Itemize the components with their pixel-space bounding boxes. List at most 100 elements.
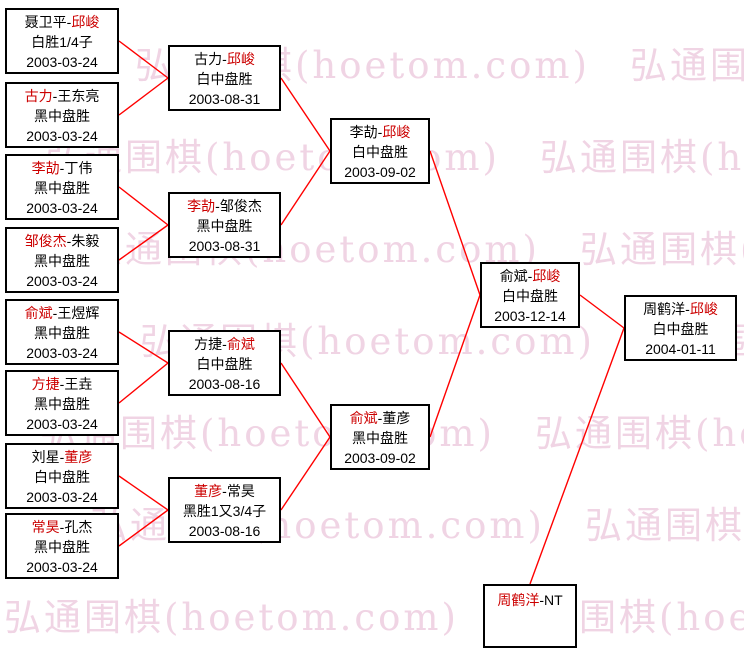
- winner-name: 邱峻: [71, 14, 100, 30]
- match-result: 白中盘胜: [652, 321, 709, 337]
- match-date: 2003-03-24: [26, 128, 98, 144]
- player-name: -董彦: [377, 410, 411, 426]
- match-players: 方捷-王垚: [7, 374, 117, 394]
- connector-line: [118, 40, 169, 79]
- match-date: 2003-03-24: [26, 489, 98, 505]
- match-players: 邹俊杰-朱毅: [7, 231, 117, 251]
- match-box-nie-weiping-qiu-jun: 聂卫平-邱峻 白胜1/4子 2003-03-24: [5, 8, 119, 74]
- match-date: 2003-08-16: [188, 523, 261, 539]
- match-result: 黑中盘胜: [352, 430, 408, 446]
- match-date: 2003-09-02: [344, 164, 416, 180]
- match-box-liu-xing-dong-yan: 刘星-董彦 白中盘胜 2003-03-24: [5, 443, 119, 509]
- match-date: 2003-03-24: [26, 54, 98, 70]
- match-players: 聂卫平-邱峻: [7, 12, 117, 32]
- player-name: 方捷-: [194, 336, 227, 352]
- player-name: -邹俊杰: [215, 198, 262, 214]
- connector-line: [280, 436, 331, 511]
- winner-name: 李劼: [187, 198, 216, 214]
- match-date: 2003-03-24: [26, 345, 98, 361]
- winner-name: 董彦: [64, 449, 93, 465]
- match-result: 白中盘胜: [352, 144, 408, 160]
- connector-line: [118, 186, 169, 226]
- match-date: 2003-03-24: [26, 200, 98, 216]
- match-players: 古力-邱峻: [170, 49, 279, 69]
- match-result: 黑胜1又3/4子: [182, 503, 267, 519]
- match-result: 黑中盘胜: [34, 253, 90, 269]
- match-box-yu-bin-qiu-jun: 俞斌-邱峻 白中盘胜 2003-12-14: [480, 262, 580, 328]
- winner-name: 董彦: [194, 483, 223, 499]
- match-date: 2004-01-11: [645, 341, 716, 357]
- connector-line: [429, 150, 481, 296]
- connector-line: [429, 294, 481, 438]
- player-name: -王东亮: [52, 88, 100, 104]
- match-result: 黑中盘胜: [34, 108, 90, 124]
- match-date: 2003-09-02: [344, 450, 416, 466]
- match-date: 2003-12-14: [494, 308, 566, 324]
- match-players: 周鹤洋-邱峻: [626, 299, 735, 319]
- match-result: 白中盘胜: [502, 288, 558, 304]
- connector-line: [118, 77, 169, 116]
- match-date: 2003-08-31: [188, 238, 261, 254]
- connector-line: [579, 294, 625, 329]
- match-players: 常昊-孔杰: [7, 517, 117, 537]
- match-box-dong-yan-chang-hao: 董彦-常昊 黑胜1又3/4子 2003-08-16: [168, 477, 281, 543]
- match-box-gu-li-qiu-jun: 古力-邱峻 白中盘胜 2003-08-31: [168, 45, 281, 111]
- match-box-gu-li-wang-dongliang: 古力-王东亮 黑中盘胜 2003-03-24: [5, 82, 119, 148]
- match-players: 俞斌-邱峻: [482, 266, 578, 286]
- winner-name: 邱峻: [226, 51, 255, 67]
- match-result: 黑中盘胜: [34, 180, 90, 196]
- match-players: 古力-王东亮: [7, 86, 117, 106]
- match-date: 2003-08-16: [188, 376, 261, 392]
- winner-name: 邱峻: [689, 301, 718, 317]
- match-box-zhou-heyang-qiu-jun: 周鹤洋-邱峻 白中盘胜 2004-01-11: [624, 295, 737, 361]
- match-box-zhou-heyang-nt: 周鹤洋-NT: [483, 584, 577, 648]
- player-name: 周鹤洋-: [643, 301, 690, 317]
- match-result: 白胜1/4子: [31, 34, 93, 50]
- match-result: 黑中盘胜: [34, 539, 90, 555]
- connector-line: [280, 362, 331, 438]
- match-players: 周鹤洋-NT: [485, 590, 575, 610]
- match-box-zou-junjie-zhu-yi: 邹俊杰-朱毅 黑中盘胜 2003-03-24: [5, 227, 119, 293]
- match-box-yu-bin-dong-yan: 俞斌-董彦 黑中盘胜 2003-09-02: [330, 404, 430, 470]
- player-name: 俞斌-: [499, 268, 533, 284]
- winner-name: 邱峻: [532, 268, 561, 284]
- player-name: -朱毅: [66, 233, 100, 249]
- match-result: 白中盘胜: [196, 71, 253, 87]
- connector-line: [280, 77, 331, 152]
- connector-line: [529, 327, 625, 585]
- match-result: 白中盘胜: [196, 356, 253, 372]
- winner-name: 周鹤洋: [497, 592, 540, 608]
- player-name: -丁伟: [59, 160, 93, 176]
- winner-name: 俞斌: [24, 305, 53, 321]
- player-name: -王垚: [59, 376, 93, 392]
- watermark-text: 弘通围棋(hoetom.com) 弘通围棋(hoetom.com): [4, 596, 744, 639]
- match-date: 2003-03-24: [26, 273, 98, 289]
- connector-line: [280, 150, 331, 226]
- connector-line: [118, 475, 169, 511]
- match-date: 2003-03-24: [26, 559, 98, 575]
- winner-name: 邱峻: [382, 124, 411, 140]
- player-name: -NT: [539, 592, 563, 608]
- connector-line: [118, 331, 169, 364]
- match-players: 俞斌-王煜辉: [7, 303, 117, 323]
- winner-name: 俞斌: [349, 410, 378, 426]
- match-players: 李劼-邹俊杰: [170, 196, 279, 216]
- winner-name: 俞斌: [226, 336, 255, 352]
- player-name: -王煜辉: [52, 305, 100, 321]
- connector-line: [118, 509, 169, 547]
- match-players: 俞斌-董彦: [332, 408, 428, 428]
- match-result: 黑中盘胜: [34, 396, 90, 412]
- player-name: -常昊: [222, 483, 255, 499]
- match-box-li-jie-qiu-jun: 李劼-邱峻 白中盘胜 2003-09-02: [330, 118, 430, 184]
- player-name: 刘星-: [31, 449, 65, 465]
- winner-name: 邹俊杰: [24, 233, 67, 249]
- player-name: 古力-: [194, 51, 227, 67]
- match-result: 白中盘胜: [34, 469, 90, 485]
- match-box-li-jie-zou-junjie: 李劼-邹俊杰 黑中盘胜 2003-08-31: [168, 192, 281, 258]
- match-box-chang-hao-kong-jie: 常昊-孔杰 黑中盘胜 2003-03-24: [5, 513, 119, 579]
- winner-name: 李劼: [31, 160, 60, 176]
- winner-name: 常昊: [31, 519, 60, 535]
- player-name: 李劼-: [349, 124, 383, 140]
